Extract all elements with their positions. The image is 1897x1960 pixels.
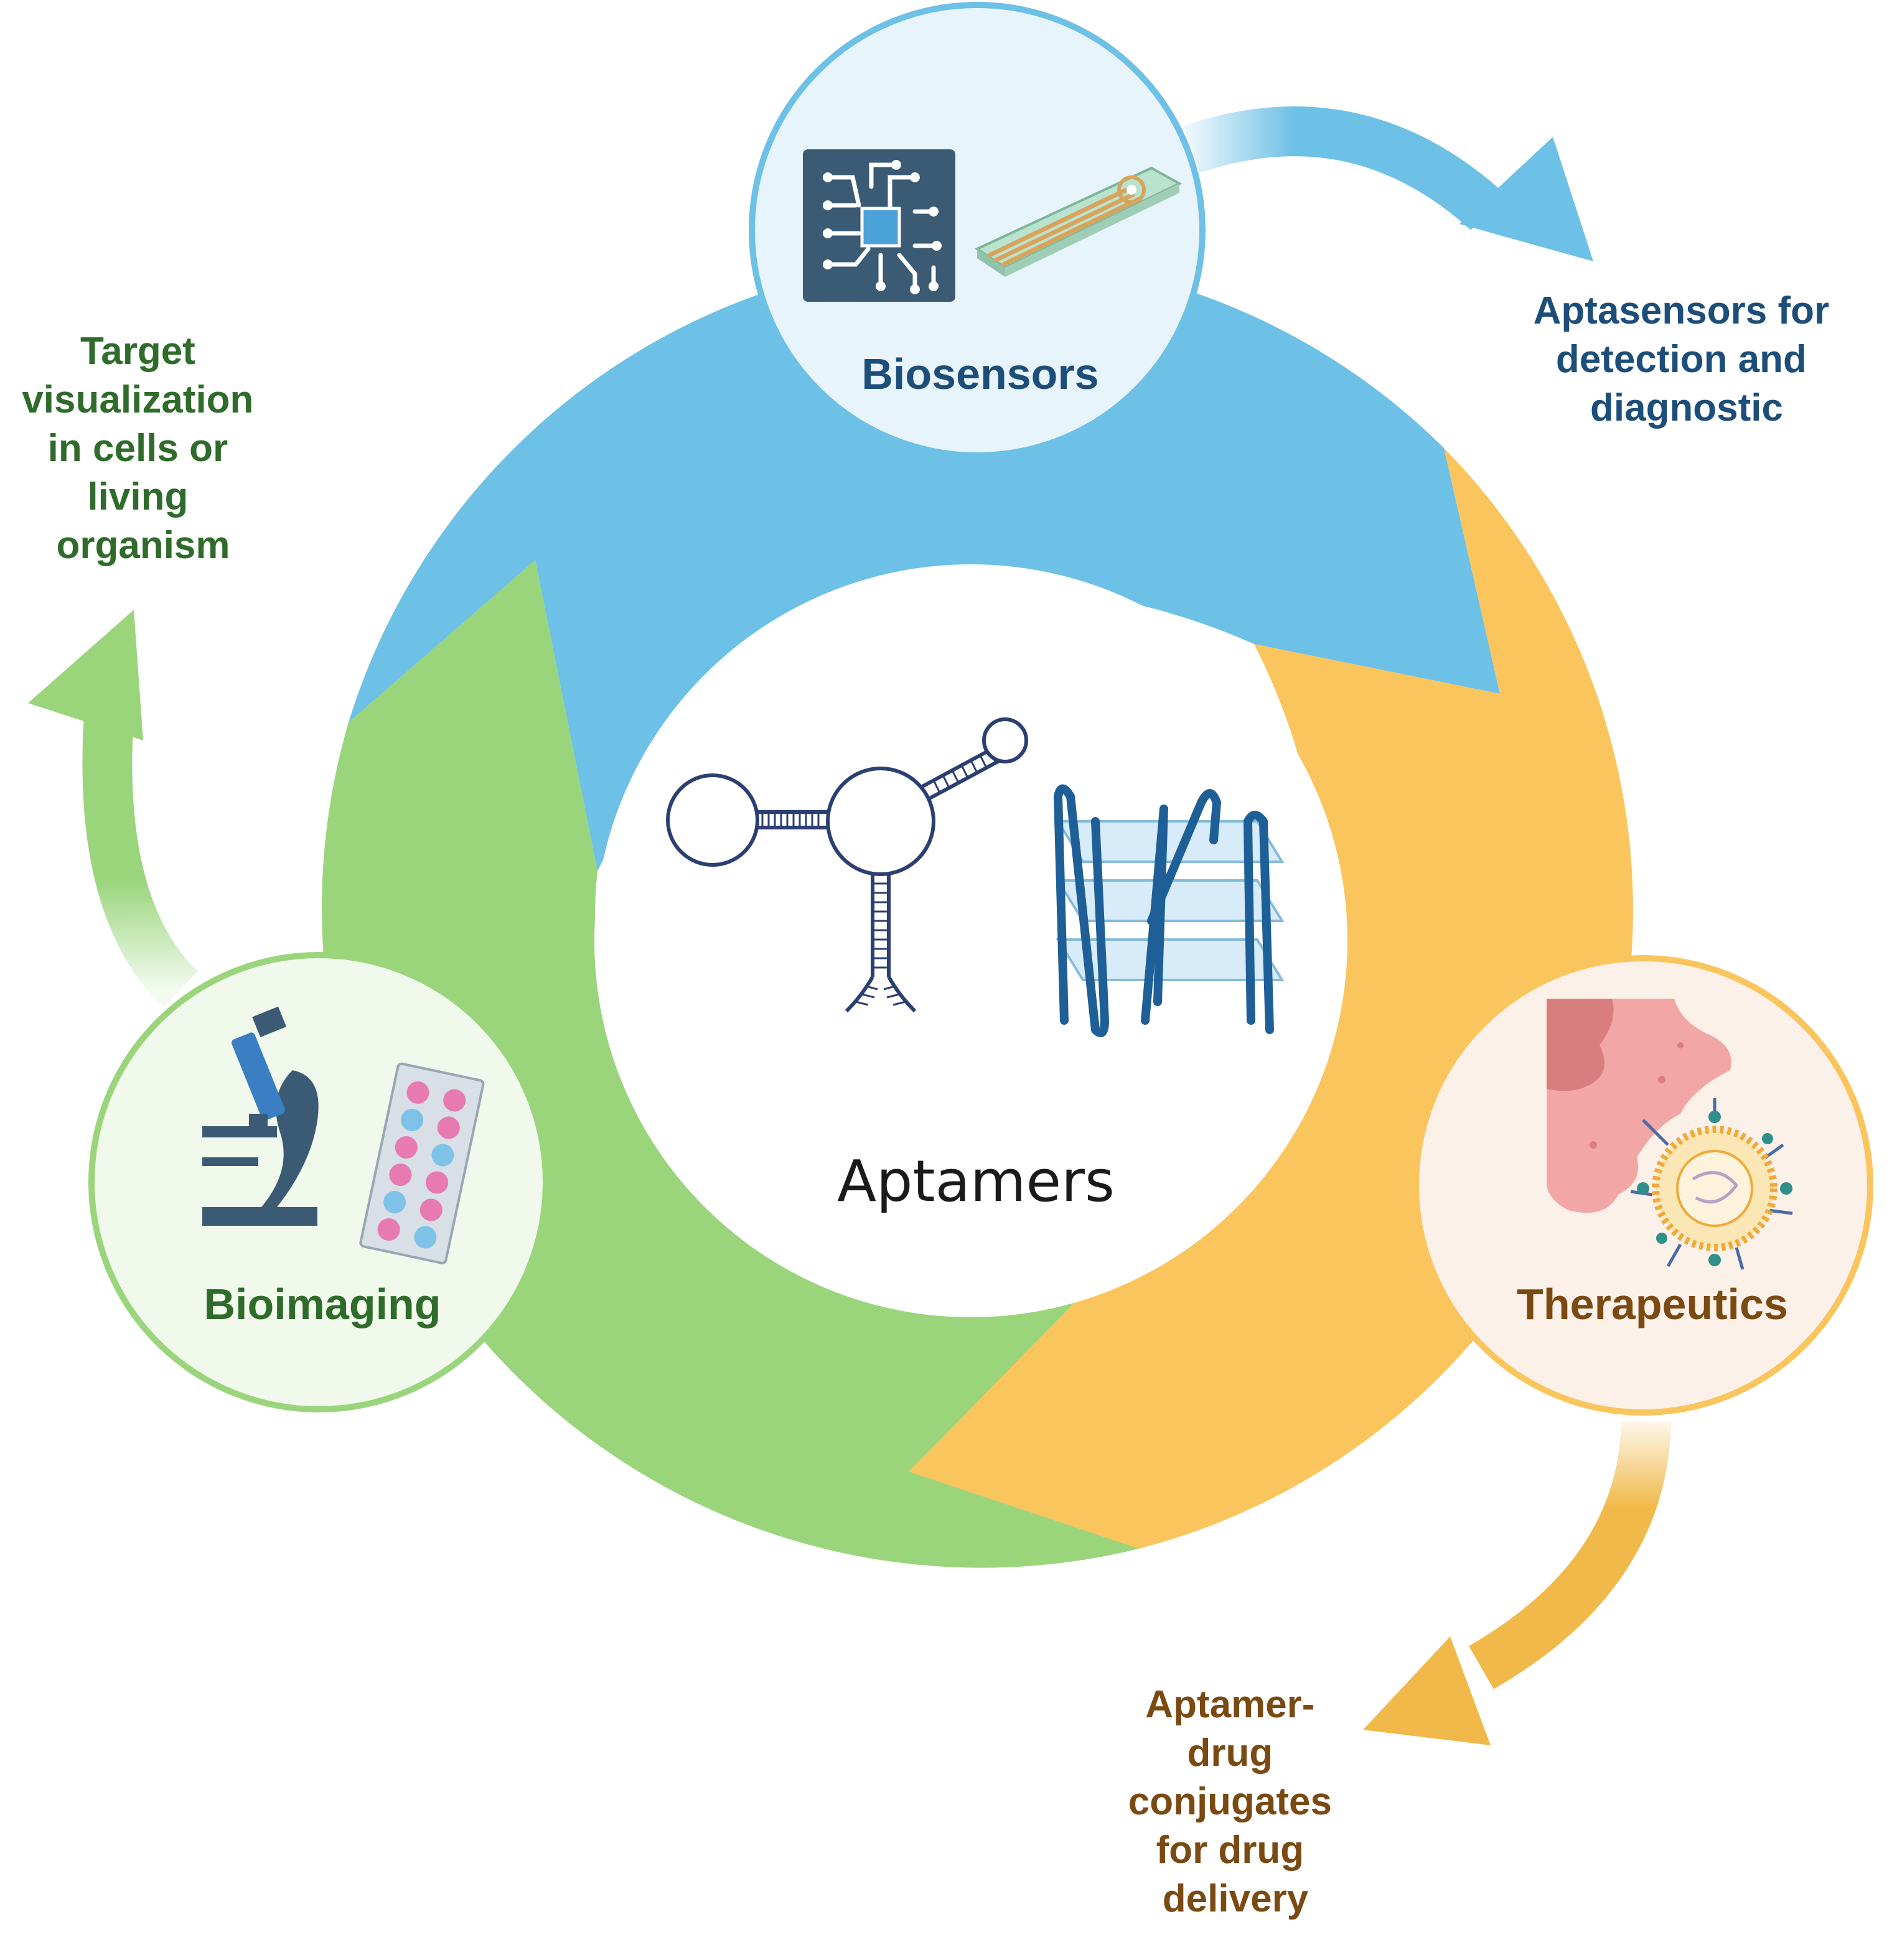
- aptamer-hairpin-icon: [666, 717, 1028, 1013]
- therapeutics-label: Therapeutics: [1517, 1280, 1788, 1328]
- biosensors-outcome-text: Aptasensors for detection and diagnostic: [1534, 289, 1840, 429]
- therapeutics-outcome-line: for drug: [1156, 1829, 1304, 1872]
- biosensors-outcome-line: Aptasensors for: [1534, 289, 1829, 332]
- biosensors-node: Biosensors: [749, 2, 1206, 459]
- therapeutics-outcome-text: Aptamer- drug conjugates for drug delive…: [1128, 1683, 1343, 1920]
- bioimaging-outcome-line: living: [87, 475, 188, 518]
- bioimaging-outcome-line: Target: [80, 330, 195, 373]
- bioimaging-outcome-text: Target visualization in cells or living …: [22, 330, 264, 567]
- cell-icon: [1547, 999, 1731, 1213]
- bioimaging-label: Bioimaging: [204, 1280, 441, 1328]
- circuit-chip-icon: [803, 149, 955, 302]
- well-plate-icon: [359, 1062, 485, 1264]
- cycle-ring: [322, 256, 1633, 1568]
- therapeutics-outcome-line: Aptamer-: [1145, 1683, 1314, 1726]
- therapeutics-outcome-line: delivery: [1163, 1877, 1309, 1920]
- therapeutics-node: Therapeutics: [1413, 955, 1873, 1416]
- biosensors-outcome-line: detection and: [1556, 338, 1807, 381]
- therapeutics-outcome-line: drug: [1187, 1732, 1273, 1775]
- biosensors-label: Biosensors: [861, 350, 1098, 398]
- bioimaging-outcome-line: organism: [56, 524, 230, 567]
- g-quadruplex-icon: [1054, 784, 1285, 1037]
- ring-segment-green: [322, 560, 1139, 1568]
- ring-segment-blue: [349, 256, 1500, 871]
- biosensors-outcome-line: diagnostic: [1590, 386, 1783, 429]
- bioimaging-outcome-line: visualization: [22, 378, 253, 421]
- biosensors-outcome-arrow: [1184, 106, 1593, 261]
- microscope-icon: [202, 1006, 319, 1226]
- bioimaging-node: Bioimaging: [88, 952, 549, 1412]
- test-strip-icon: [974, 166, 1183, 277]
- bioimaging-outcome-line: in cells or: [48, 427, 228, 470]
- center-title: Aptamers: [837, 1148, 1115, 1215]
- therapeutics-outcome-arrow: [1363, 1421, 1671, 1745]
- nanoparticle-icon: [1630, 1098, 1793, 1270]
- center-disk: [594, 564, 1347, 1317]
- bioimaging-outcome-arrow: [28, 610, 199, 1007]
- therapeutics-outcome-line: conjugates: [1128, 1780, 1332, 1823]
